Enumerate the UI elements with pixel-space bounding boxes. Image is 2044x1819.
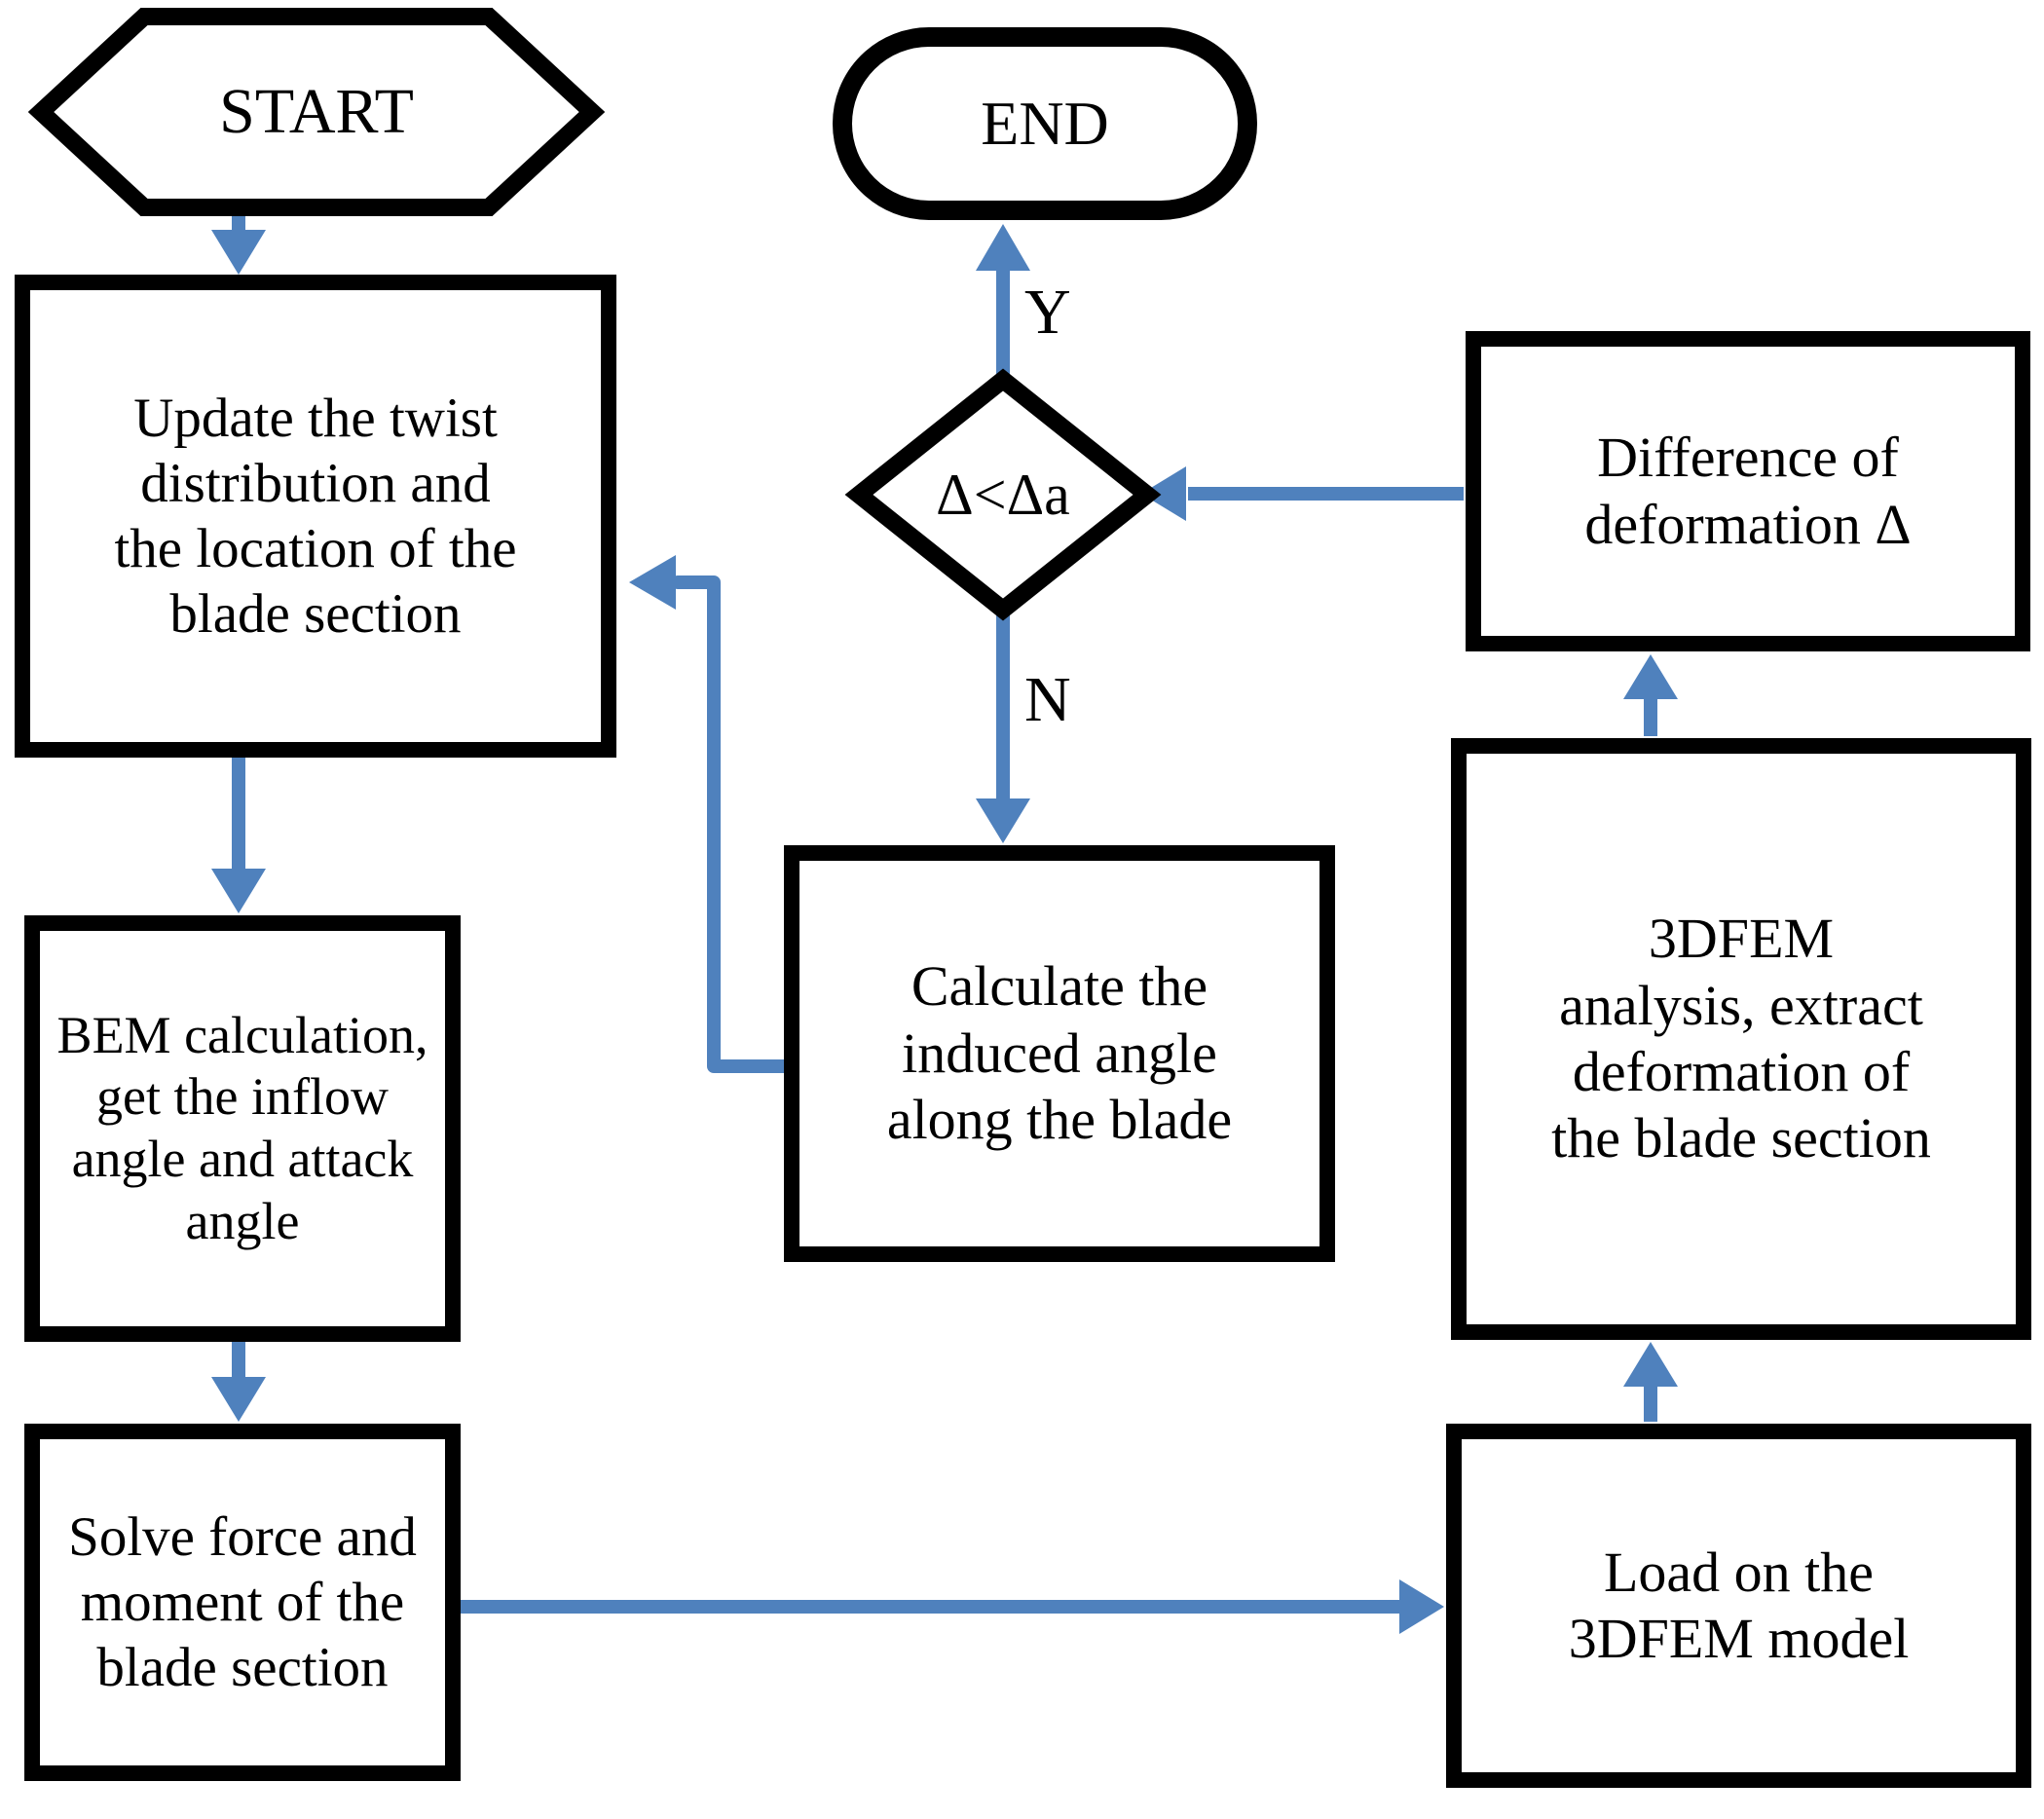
arrow-fem-to-difference: [1623, 654, 1678, 736]
fem-analysis-label: 3DFEM analysis, extract deformation of t…: [1551, 907, 1931, 1170]
calculate-induced-angle-box: Calculate the induced angle along the bl…: [784, 845, 1335, 1262]
arrow-calculate-to-update: [629, 555, 792, 1073]
start-hexagon-shape: [27, 8, 606, 216]
update-twist-label: Update the twist distribution and the lo…: [114, 387, 517, 646]
solve-force-box: Solve force and moment of the blade sect…: [24, 1424, 461, 1781]
solve-force-label: Solve force and moment of the blade sect…: [68, 1505, 417, 1699]
end-label: END: [981, 89, 1109, 159]
calculate-induced-angle-label: Calculate the induced angle along the bl…: [886, 954, 1233, 1152]
load-model-box: Load on the 3DFEM model: [1446, 1424, 2031, 1788]
branch-label-no: N: [1024, 664, 1071, 735]
arrow-start-to-update: [211, 207, 266, 275]
difference-deformation-label: Difference of deformation Δ: [1584, 426, 1912, 556]
arrow-bem-to-solve: [211, 1339, 266, 1422]
load-model-label: Load on the 3DFEM model: [1568, 1540, 1910, 1670]
bem-calculation-label: BEM calculation, get the inflow angle an…: [56, 1005, 428, 1250]
arrow-solve-to-load: [460, 1579, 1444, 1634]
difference-deformation-box: Difference of deformation Δ: [1466, 331, 2030, 651]
arrow-decision-to-end: [976, 224, 1030, 376]
decision-label: Δ<Δa: [936, 462, 1070, 527]
start-label: START: [219, 76, 414, 148]
decision-diamond-shape: [844, 368, 1162, 621]
fem-analysis-box: 3DFEM analysis, extract deformation of t…: [1451, 738, 2031, 1340]
arrow-decision-to-calculate: [976, 613, 1030, 843]
branch-label-yes: Y: [1024, 277, 1071, 348]
arrow-load-to-fem: [1623, 1342, 1678, 1422]
arrow-update-to-bem: [211, 755, 266, 913]
arrow-difference-to-decision: [1141, 466, 1464, 521]
end-node: END: [833, 27, 1257, 220]
start-node: START: [41, 17, 592, 207]
update-twist-box: Update the twist distribution and the lo…: [15, 275, 616, 758]
decision-node: Δ<Δa: [859, 380, 1147, 610]
bem-calculation-box: BEM calculation, get the inflow angle an…: [24, 915, 461, 1342]
